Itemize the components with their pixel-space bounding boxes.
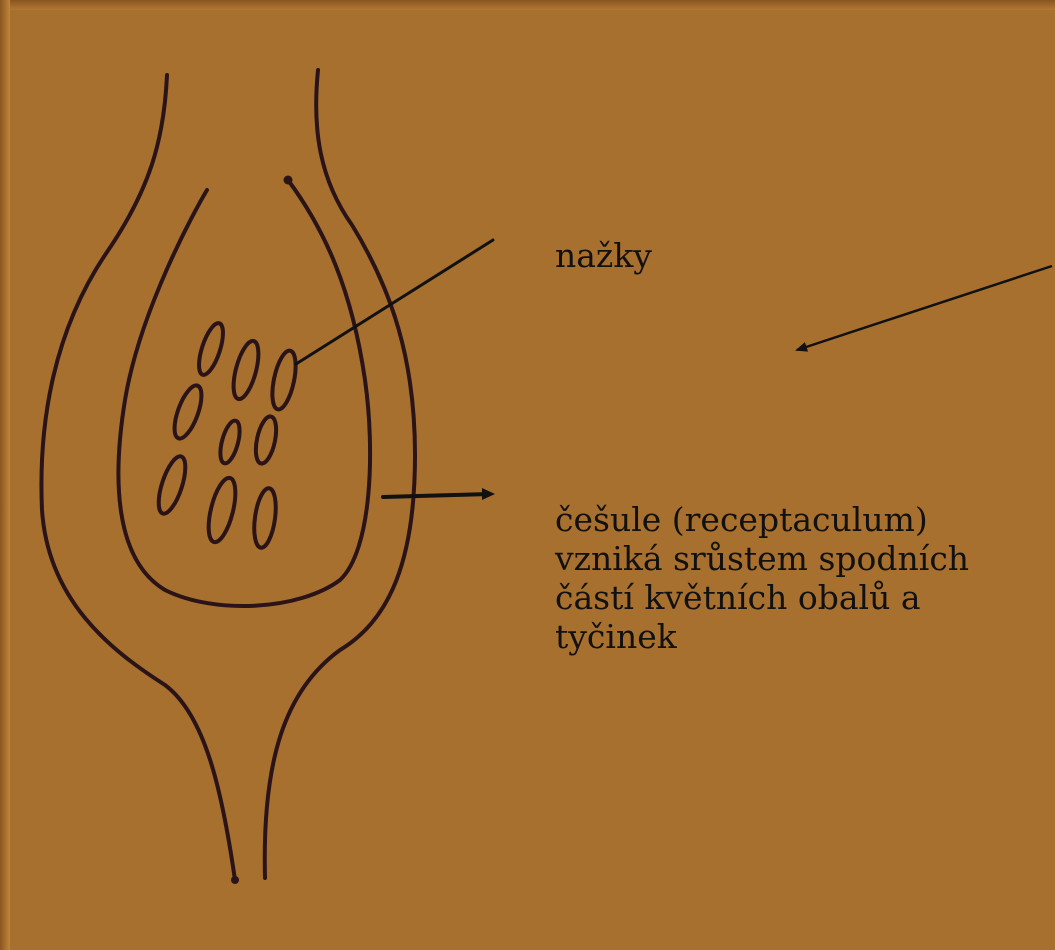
outer-wall-left-end (231, 876, 239, 884)
achenes-label: nažky (555, 236, 652, 275)
achene (251, 487, 279, 549)
cesule-pointer-line (383, 494, 490, 497)
achene (229, 338, 264, 401)
outer-wall-right (265, 70, 415, 878)
receptacle-label-line-1: češule (receptaculum) (555, 500, 969, 539)
receptacle-label: češule (receptaculum) vzniká srůstem spo… (555, 500, 969, 656)
achene (153, 453, 191, 516)
achene (194, 321, 228, 378)
achene (169, 382, 207, 441)
nazky-pointer-line (296, 240, 493, 364)
achene (203, 475, 240, 544)
side-arrow (797, 266, 1052, 350)
cesule-pointer-head (482, 488, 495, 500)
achene (268, 349, 300, 412)
inner-cavity (118, 180, 370, 606)
achene (217, 419, 244, 466)
receptacle-label-line-2: vzniká srůstem spodních (555, 539, 969, 578)
achene (252, 415, 280, 466)
receptacle-label-line-4: tyčinek (555, 617, 969, 656)
receptacle-label-line-3: částí květních obalů a (555, 578, 969, 617)
inner-cavity-tip (284, 176, 293, 185)
outer-wall-left (41, 75, 235, 880)
